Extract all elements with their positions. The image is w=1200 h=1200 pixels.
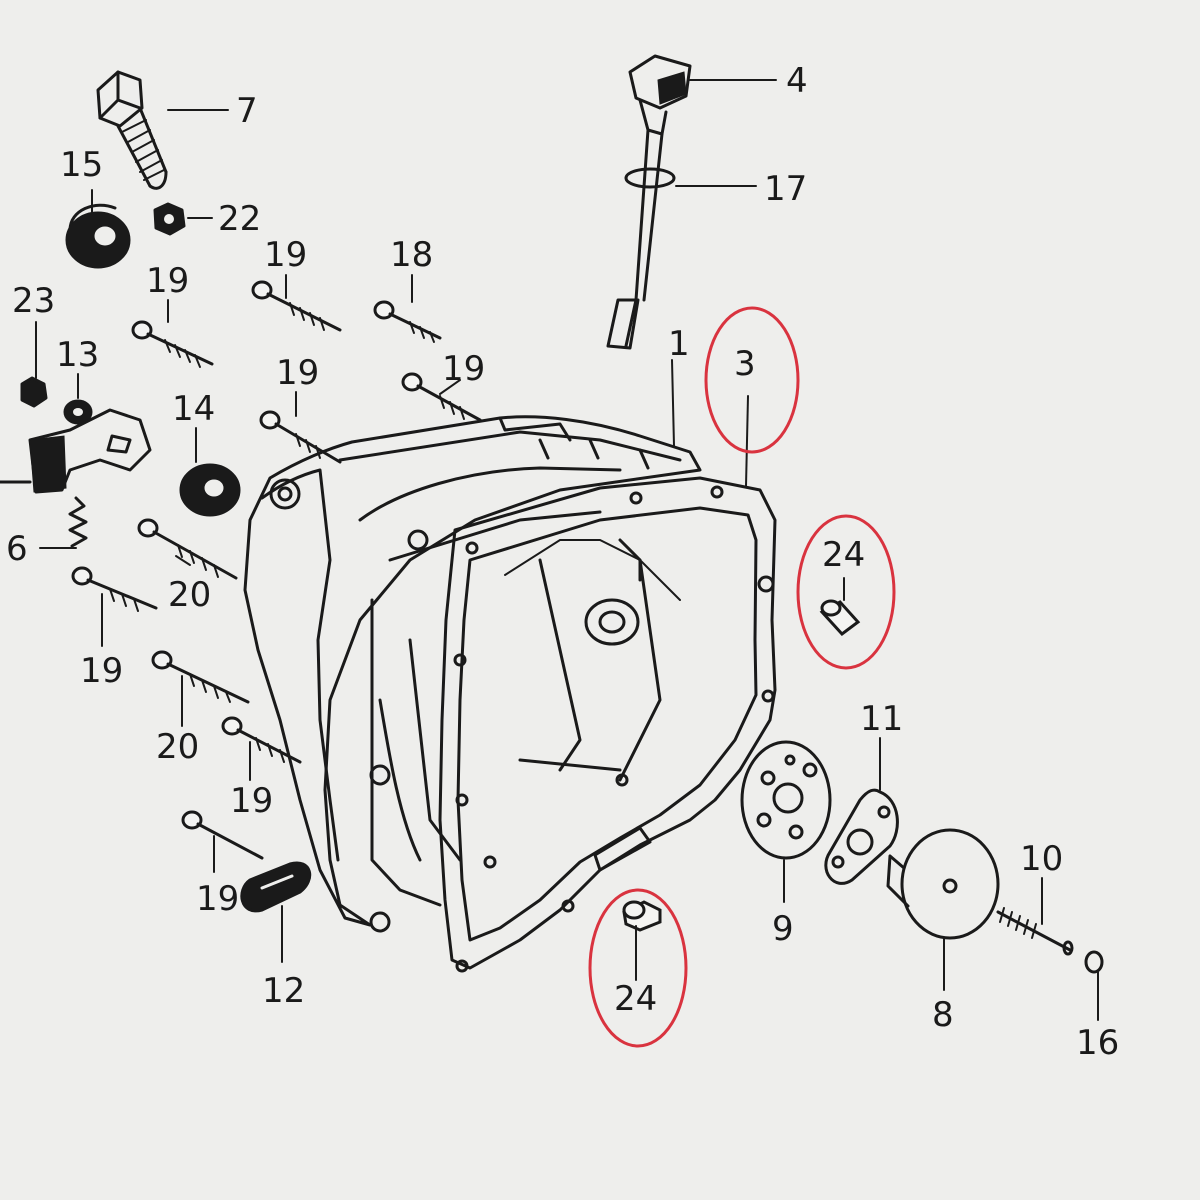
label-part-15: 15 <box>60 145 103 185</box>
label-part-19-c: 19 <box>276 353 319 393</box>
label-part-10: 10 <box>1020 839 1063 879</box>
label-part-12: 12 <box>262 971 305 1011</box>
label-part-18: 18 <box>390 235 433 275</box>
label-part-17: 17 <box>764 169 807 209</box>
label-part-23: 23 <box>12 281 55 321</box>
cap-8-drawing <box>886 828 1000 940</box>
callout-labels: 1 3 4 6 7 8 9 10 11 12 13 14 15 16 17 18… <box>6 61 1119 1063</box>
stud-10-drawing <box>996 907 1074 956</box>
label-part-13: 13 <box>56 335 99 375</box>
label-part-8: 8 <box>932 995 954 1035</box>
label-part-24-upper: 24 <box>822 535 865 575</box>
spring-6-drawing <box>68 496 88 548</box>
seal-15-drawing <box>65 203 131 269</box>
label-part-19-a: 19 <box>264 235 307 275</box>
leader-lines <box>35 79 1099 1021</box>
dipstick-4-drawing <box>606 54 692 350</box>
label-part-19-e: 19 <box>80 651 123 691</box>
label-part-20-b: 20 <box>156 727 199 767</box>
label-part-14: 14 <box>172 389 215 429</box>
highlight-oval-part-3 <box>704 306 800 454</box>
label-part-19-d: 19 <box>442 349 485 389</box>
plate-9-drawing <box>740 740 832 860</box>
label-part-22: 22 <box>218 199 261 239</box>
seal-14-drawing <box>179 463 241 517</box>
label-part-19-f: 19 <box>230 781 273 821</box>
label-part-19-g: 19 <box>196 879 239 919</box>
washer-13-drawing <box>63 399 93 425</box>
plate-11-drawing <box>824 788 899 885</box>
nut-22-drawing <box>153 202 186 236</box>
bolts-drawing <box>71 280 482 913</box>
arm-bracket-drawing <box>0 408 152 494</box>
oring-16-drawing <box>1084 950 1104 974</box>
label-part-11: 11 <box>860 699 903 739</box>
label-part-6: 6 <box>6 529 28 569</box>
highlight-ovals <box>588 306 896 1048</box>
dowel-24-drawing <box>622 599 861 932</box>
nut-23-drawing <box>20 376 48 408</box>
highlight-oval-part-24-lower <box>588 888 688 1048</box>
label-part-7: 7 <box>236 91 258 131</box>
label-part-24-lower: 24 <box>614 979 657 1019</box>
label-part-9: 9 <box>772 909 794 949</box>
crankcase-cover-drawing <box>243 415 702 933</box>
label-part-19-b: 19 <box>146 261 189 301</box>
gasket-drawing <box>438 476 777 973</box>
label-part-1: 1 <box>668 324 690 364</box>
highlight-oval-part-24-upper <box>796 514 896 670</box>
label-part-20-a: 20 <box>168 575 211 615</box>
bolt-7-drawing <box>96 70 168 190</box>
label-part-3: 3 <box>734 344 756 384</box>
label-part-4: 4 <box>786 61 808 101</box>
label-part-16: 16 <box>1076 1023 1119 1063</box>
